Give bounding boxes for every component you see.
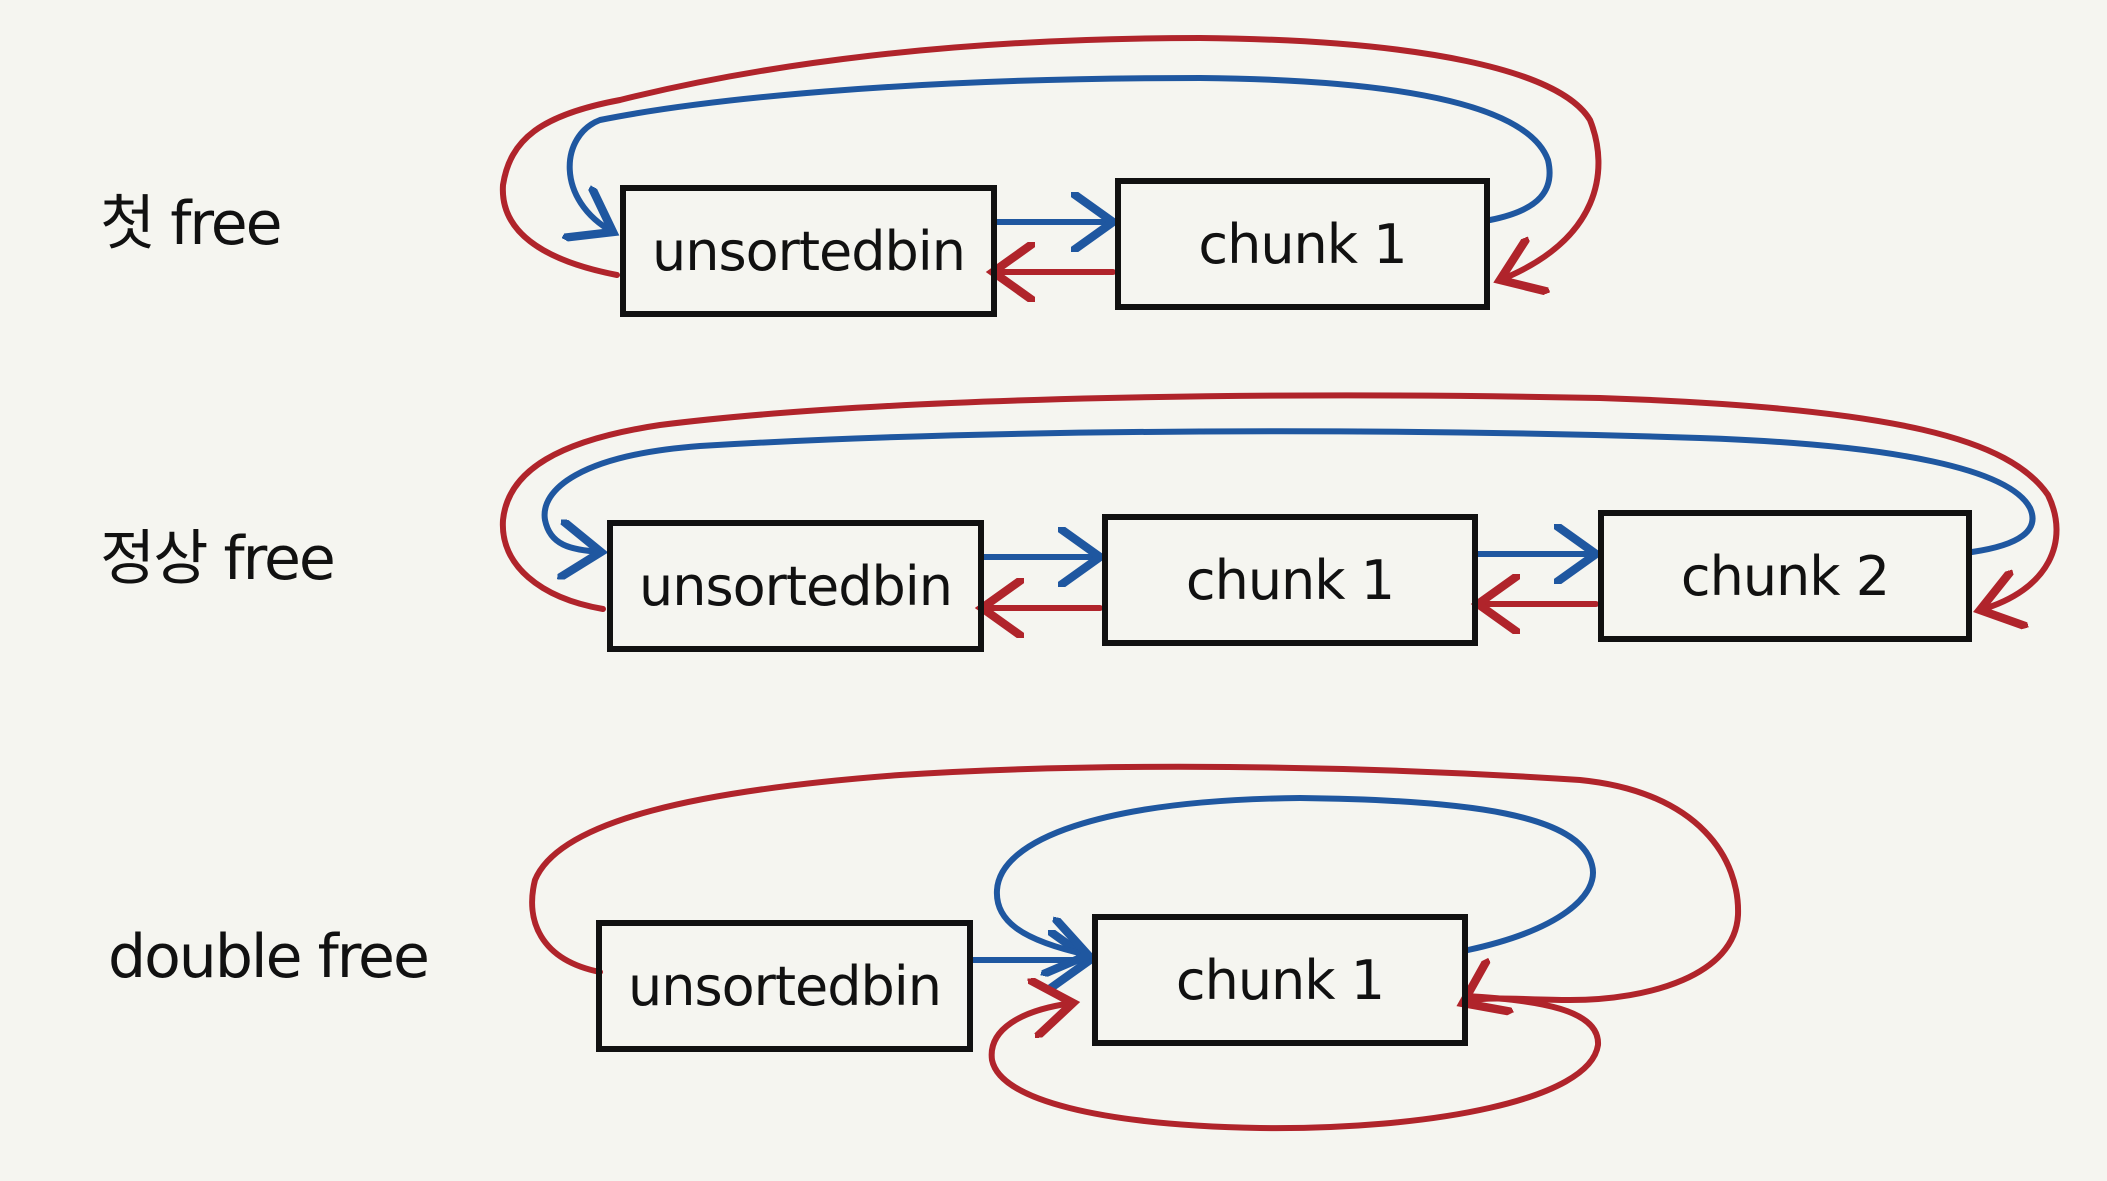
box-label: chunk 1 bbox=[1198, 212, 1407, 276]
chunk-box: chunk 1 bbox=[1102, 514, 1478, 646]
row2-bk-unsortedbin-to-chunk2-loop bbox=[499, 392, 2060, 610]
row2-fd-chunk2-to-unsortedbin-loop bbox=[541, 428, 2036, 552]
box-label: chunk 1 bbox=[1175, 948, 1385, 1012]
box-label: unsortedbin bbox=[639, 554, 953, 618]
chunk-box: chunk 2 bbox=[1598, 510, 1972, 642]
row1-bk-unsortedbin-to-chunk1-loop bbox=[499, 35, 1602, 280]
row-label-double-free: double free bbox=[108, 922, 430, 992]
chunk-box: chunk 1 bbox=[1115, 178, 1490, 310]
row3-arrows bbox=[529, 763, 1742, 1132]
box-label: unsortedbin bbox=[652, 219, 966, 283]
row3-fd-chunk1-self-loop bbox=[993, 795, 1596, 955]
row1-arrows bbox=[499, 35, 1602, 280]
row3-bk-unsortedbin-to-chunk1-loop bbox=[529, 763, 1742, 1003]
unsortedbin-box: unsortedbin bbox=[620, 185, 997, 317]
unsortedbin-box: unsortedbin bbox=[596, 920, 973, 1052]
chunk-box: chunk 1 bbox=[1092, 914, 1468, 1046]
box-label: chunk 1 bbox=[1185, 548, 1395, 612]
row2-arrows bbox=[499, 392, 2060, 610]
row3-bk-chunk1-self-loop bbox=[988, 996, 1602, 1132]
row1-fd-chunk1-to-unsortedbin-loop bbox=[570, 75, 1553, 232]
row-label-first-free: 첫 free bbox=[100, 189, 283, 259]
box-label: unsortedbin bbox=[628, 954, 942, 1018]
unsortedbin-box: unsortedbin bbox=[607, 520, 984, 652]
row-label-normal-free: 정상 free bbox=[100, 524, 336, 594]
box-label: chunk 2 bbox=[1680, 544, 1890, 608]
